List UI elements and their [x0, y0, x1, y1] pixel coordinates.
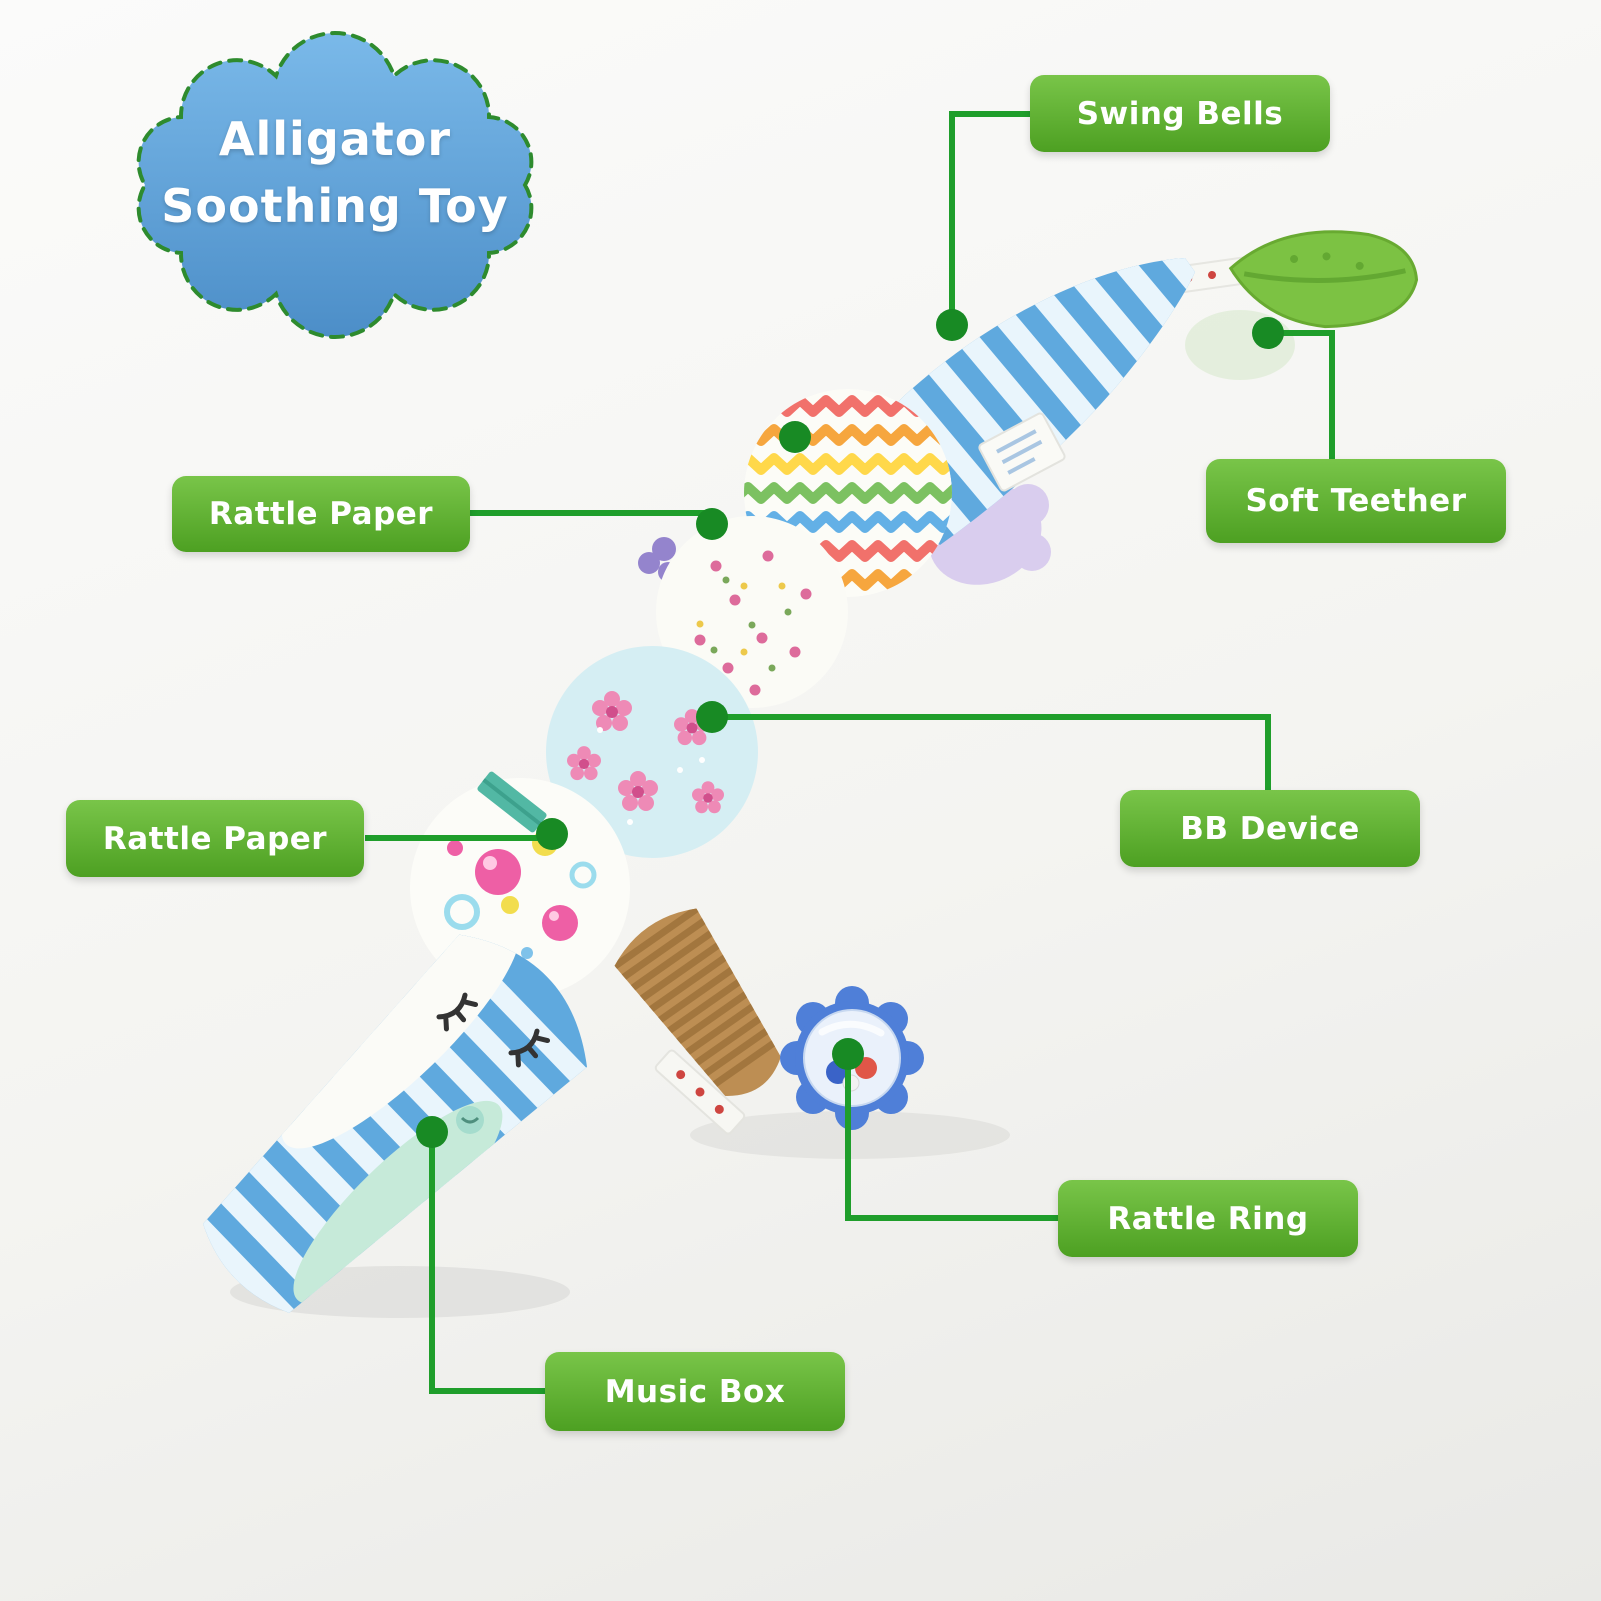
foot-strap — [654, 1049, 746, 1135]
callout-bb-device: BB Device — [1120, 790, 1420, 867]
callout-soft-teether-text: Soft Teether — [1245, 483, 1467, 519]
fabric-tag — [978, 412, 1066, 492]
connector-rattle-paper-top — [470, 508, 728, 540]
alligator-head — [171, 911, 612, 1345]
callout-rattle-ring-text: Rattle Ring — [1107, 1200, 1309, 1237]
callout-rattle-paper-top: Rattle Paper — [172, 476, 470, 552]
connector-bb-device — [696, 701, 1271, 790]
connector-swing-bells — [779, 111, 1030, 453]
connector-rattle-paper-left — [365, 818, 568, 850]
callout-soft-teether: Soft Teether — [1206, 459, 1506, 543]
callout-rattle-paper-left: Rattle Paper — [66, 800, 364, 877]
callout-rattle-paper-top-text: Rattle Paper — [208, 496, 434, 532]
callout-rattle-paper-left-text: Rattle Paper — [102, 820, 328, 857]
callout-rattle-ring: Rattle Ring — [1058, 1180, 1358, 1257]
callout-music-box: Music Box — [545, 1352, 845, 1431]
title-line-2: Soothing Toy — [161, 178, 509, 233]
callout-swing-bells: Swing Bells — [1030, 75, 1330, 152]
brown-foot-icon — [607, 898, 802, 1116]
rattle-ring-toy — [780, 986, 924, 1130]
connector-music-box — [416, 1116, 545, 1394]
title-line-1: Alligator — [218, 112, 452, 166]
callout-bb-device-text: BB Device — [1180, 810, 1360, 847]
title-cloud — [136, 31, 534, 339]
cheek-dot — [456, 1106, 484, 1134]
callout-music-box-text: Music Box — [604, 1373, 786, 1410]
leaf-teether-icon — [1228, 230, 1419, 329]
teal-ribbon — [477, 771, 547, 833]
callout-swing-bells-text: Swing Bells — [1076, 95, 1284, 132]
connector-rattle-ring — [832, 1038, 1058, 1221]
blue-floral-segment — [546, 646, 758, 858]
title-cloud-text: Alligator Soothing Toy — [125, 106, 545, 239]
connector-soft-teether — [1252, 317, 1335, 459]
connectors — [365, 111, 1335, 1394]
